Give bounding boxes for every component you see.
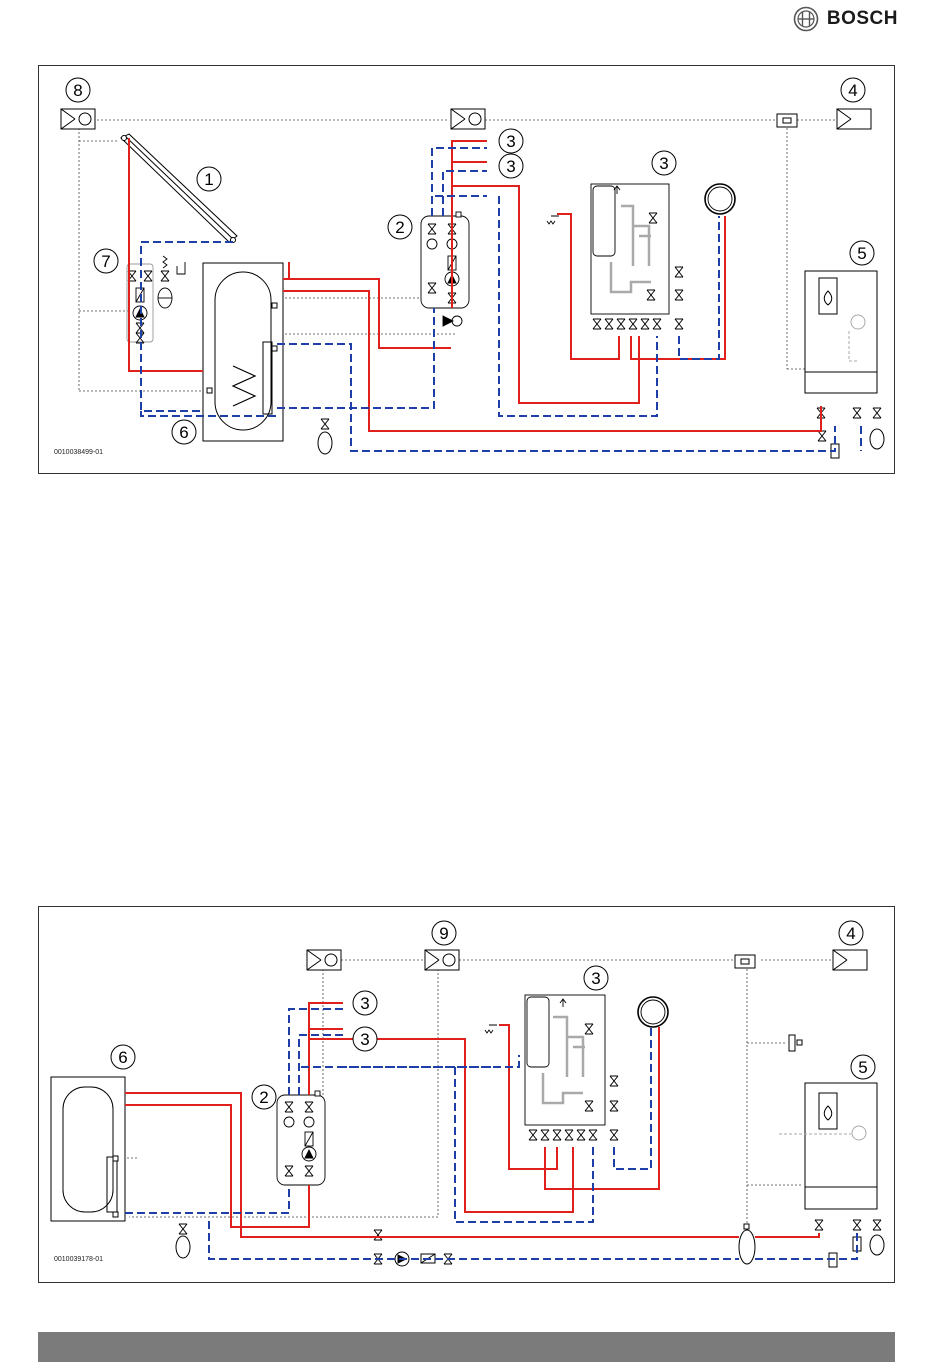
callout-3b: 3 (499, 154, 523, 178)
callout-4: 4 (839, 921, 863, 945)
callout-2: 2 (388, 215, 412, 239)
bosch-logo-icon (793, 6, 819, 32)
heating-station-2 (277, 1091, 325, 1185)
svg-text:4: 4 (848, 81, 857, 100)
callout-6: 6 (172, 420, 196, 444)
storage-tank-6 (203, 263, 283, 441)
controller-8 (61, 109, 95, 129)
solar-collector (121, 134, 237, 243)
callout-7: 7 (94, 249, 118, 273)
figure-code: 0010038499-01 (54, 449, 103, 456)
callout-9: 9 (432, 921, 456, 945)
svg-text:1: 1 (204, 170, 213, 189)
svg-text:3: 3 (659, 154, 668, 173)
svg-text:4: 4 (846, 924, 855, 943)
control-lines (123, 960, 833, 1229)
callout-3a: 3 (353, 991, 377, 1015)
brand-name: BOSCH (827, 8, 898, 30)
heating-station-2 (421, 212, 469, 326)
svg-text:5: 5 (858, 1058, 867, 1077)
controller-2 (451, 109, 485, 129)
solar-station-7 (127, 256, 185, 343)
hydraulic-diagram-2: 9 4 3 3 3 6 2 5 0010039178-01 (38, 906, 895, 1283)
svg-text:3: 3 (360, 1030, 369, 1049)
storage-tank-6 (51, 1077, 125, 1221)
footer-bar (38, 1332, 895, 1362)
svg-text:8: 8 (73, 81, 82, 100)
svg-text:7: 7 (101, 252, 110, 271)
svg-text:5: 5 (857, 244, 866, 263)
svg-text:6: 6 (179, 423, 188, 442)
sensor (789, 1035, 802, 1051)
callout-3c: 3 (652, 151, 676, 175)
callout-6: 6 (111, 1045, 135, 1069)
callout-5: 5 (851, 1055, 875, 1079)
controller-4 (833, 950, 867, 970)
svg-text:2: 2 (395, 218, 404, 237)
svg-text:3: 3 (506, 132, 515, 151)
svg-text:3: 3 (360, 994, 369, 1013)
callout-3b: 3 (353, 1027, 377, 1051)
callout-5: 5 (850, 241, 874, 265)
callout-3a: 3 (499, 129, 523, 153)
svg-text:9: 9 (439, 924, 448, 943)
svg-text:3: 3 (506, 157, 515, 176)
supply-pipes (125, 1003, 819, 1237)
callout-2: 2 (252, 1085, 276, 1109)
fresh-water-station-3 (547, 184, 735, 329)
brand-header: BOSCH (793, 6, 898, 32)
figure-code: 0010039178-01 (54, 1256, 103, 1263)
controller-4 (837, 109, 871, 129)
callout-8: 8 (66, 78, 90, 102)
callout-3c: 3 (584, 966, 608, 990)
controller-9 (425, 950, 459, 970)
svg-text:3: 3 (591, 969, 600, 988)
callout-1: 1 (197, 167, 221, 191)
callout-4: 4 (841, 78, 865, 102)
hydraulic-diagram-1: 8 1 7 6 2 3 3 3 4 5 0010038499-01 (38, 65, 895, 474)
controller-2 (307, 950, 341, 970)
svg-text:2: 2 (259, 1088, 268, 1107)
interface-module (735, 955, 755, 968)
svg-text:6: 6 (118, 1048, 127, 1067)
interface-module (777, 114, 797, 127)
